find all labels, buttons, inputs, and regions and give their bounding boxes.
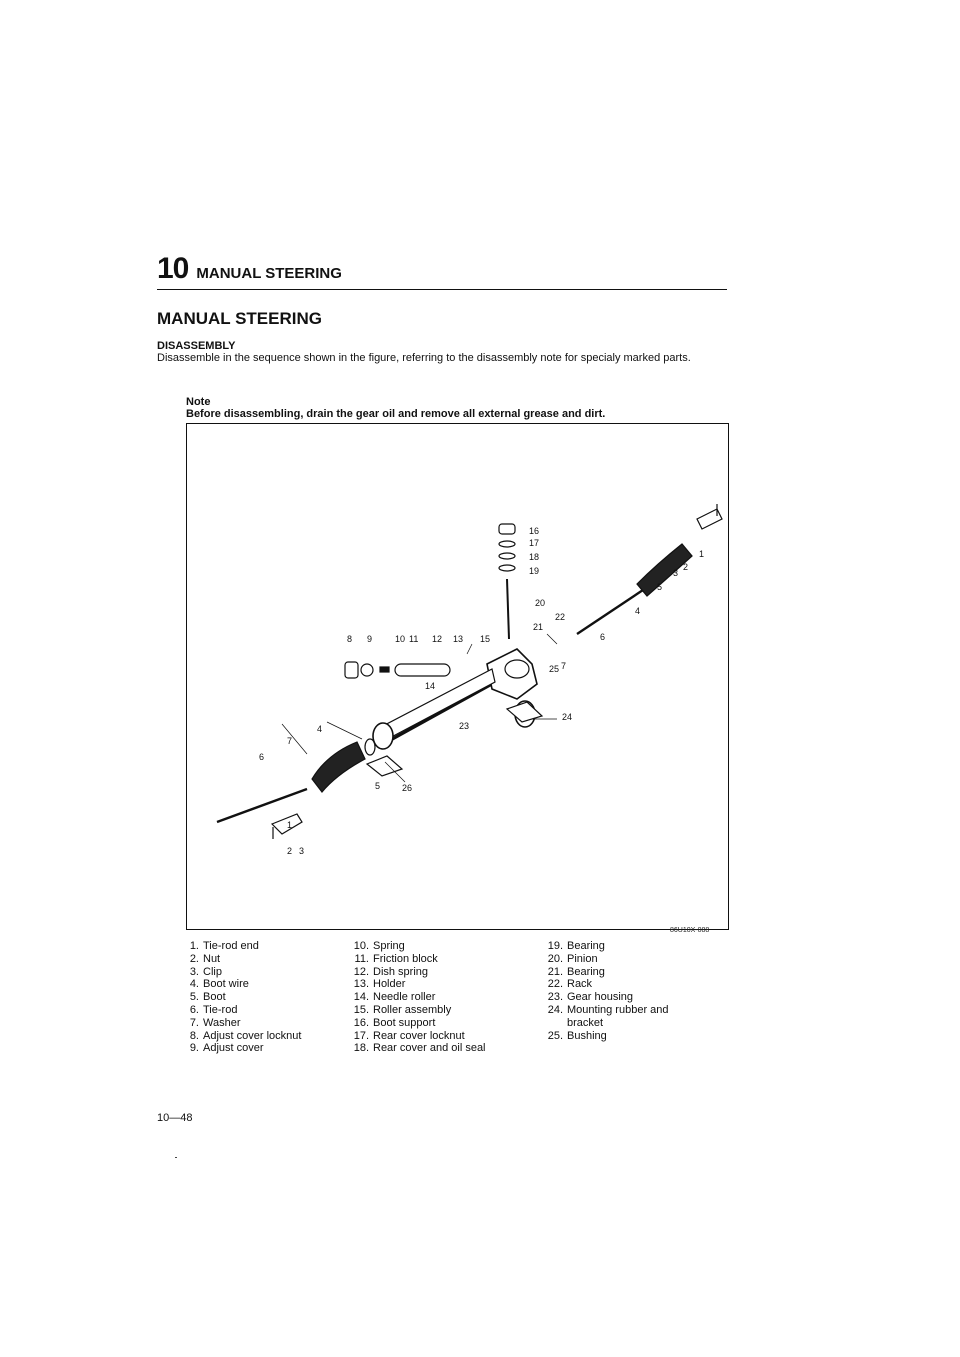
callout-labels: 1 2 3 4 5 6 7 8 9 10 11 12 13 14 15 16 1… [259, 526, 704, 856]
legend-item: 7.Washer [189, 1016, 241, 1029]
callout-24: 24 [562, 712, 572, 722]
callout-6-left: 6 [259, 752, 264, 762]
callout-23: 23 [459, 721, 469, 731]
legend-item: 25.Bushing [547, 1029, 607, 1042]
callout-19: 19 [529, 566, 539, 576]
callout-4-right: 4 [635, 606, 640, 616]
callout-10: 10 [395, 634, 405, 644]
scan-speck [175, 1157, 177, 1158]
legend-item: 4.Boot wire [189, 978, 249, 991]
callout-21: 21 [533, 622, 543, 632]
legend-item: 8.Adjust cover locknut [189, 1029, 302, 1042]
callout-8: 8 [347, 634, 352, 644]
rack-shaft [386, 682, 493, 744]
rear-cover-locknut-part [498, 540, 516, 548]
legend-item: 23.Gear housing [547, 991, 634, 1004]
legend-item: 3.Clip [189, 965, 222, 978]
callout-5-right: 5 [657, 582, 662, 592]
adjust-cover-part [360, 663, 374, 677]
chapter-header: 10 MANUAL STEERING [157, 252, 342, 286]
callout-11: 11 [409, 634, 418, 644]
parts-legend-column-1: 1.Tie-rod end 2.Nut 3.Clip 4.Boot wire 5… [183, 940, 333, 1055]
callout-22: 22 [555, 612, 565, 622]
left-tie-rod-end [270, 813, 303, 835]
callout-14: 14 [425, 681, 435, 691]
parts-legend-column-2: 10.Spring 11.Friction block 12.Dish spri… [353, 940, 528, 1055]
callout-7-left: 7 [287, 736, 292, 746]
rear-cover-part [498, 552, 516, 560]
left-mounting-bracket [365, 755, 404, 777]
section-title: MANUAL STEERING [157, 309, 322, 328]
legend-item: 14.Needle roller [353, 991, 436, 1004]
callout-2-right: 2 [683, 562, 688, 572]
bearing-upper-part [498, 564, 516, 572]
callout-25: 25 [549, 664, 559, 674]
chapter-number: 10 [157, 252, 189, 285]
callout-16: 16 [529, 526, 539, 536]
callout-7-right: 7 [561, 661, 566, 671]
legend-item: 15.Roller assembly [353, 1003, 452, 1016]
right-mounting-bracket [505, 701, 544, 723]
instruction-paragraph: Disassemble in the sequence shown in the… [157, 352, 691, 364]
callout-3-right: 3 [673, 568, 678, 578]
spring-part [379, 666, 390, 673]
callout-2-left: 2 [287, 846, 292, 856]
callout-17: 17 [529, 538, 539, 548]
legend-item: 5.Boot [189, 991, 226, 1004]
legend-item: 17.Rear cover locknut [353, 1029, 465, 1042]
exploded-view-diagram: 1 2 3 4 5 6 7 8 9 10 11 12 13 14 15 16 1… [216, 504, 723, 856]
callout-12: 12 [432, 634, 442, 644]
legend-item: 24.Mounting rubber and [547, 1003, 669, 1016]
legend-item: 16.Boot support [353, 1016, 436, 1029]
gear-housing-tube [376, 668, 496, 743]
left-boot-wire [364, 738, 376, 756]
left-boot [311, 741, 366, 793]
callout-1-left: 1 [287, 820, 292, 830]
legend-item: 6.Tie-rod [189, 1003, 238, 1016]
chapter-title: MANUAL STEERING [196, 265, 342, 282]
legend-item: 19.Bearing [547, 940, 605, 952]
callout-26: 26 [402, 783, 412, 793]
legend-item: 18.Rear cover and oil seal [353, 1042, 486, 1055]
legend-item: 9.Adjust cover [189, 1042, 264, 1055]
legend-item-continued: bracket [567, 1016, 604, 1029]
callout-6-right: 6 [600, 632, 605, 642]
figure-frame [186, 423, 729, 930]
legend-item: 20.Pinion [547, 952, 598, 965]
note-text: Before disassembling, drain the gear oil… [186, 408, 606, 420]
legend-item: 11.Friction block [354, 952, 438, 965]
page-number: 10—48 [157, 1112, 193, 1124]
left-tie-rod-shaft [216, 787, 308, 824]
note-label: Note [186, 396, 211, 408]
legend-item: 12.Dish spring [353, 965, 429, 978]
callout-5-left: 5 [375, 781, 380, 791]
mounting-bushing-left [372, 722, 394, 750]
callout-1-right: 1 [699, 549, 704, 559]
boot-support-part [498, 523, 516, 535]
roller-assembly-part [394, 663, 451, 677]
callout-4-left: 4 [317, 724, 322, 734]
legend-item: 22.Rack [547, 978, 593, 991]
right-tie-rod-end [696, 508, 723, 530]
callout-15: 15 [480, 634, 490, 644]
gear-housing-port [504, 659, 530, 679]
parts-legend-column-3: 19.Bearing 20.Pinion 21.Bearing 22.Rack … [547, 940, 717, 1042]
legend-item: 2.Nut [189, 952, 221, 965]
section-subtitle: DISASSEMBLY [157, 340, 236, 352]
legend-item: 1.Tie-rod end [189, 940, 259, 952]
legend-item: 13.Holder [353, 978, 406, 991]
legend-item: 21.Bearing [547, 965, 605, 978]
callout-9: 9 [367, 634, 372, 644]
legend-item: 10.Spring [353, 940, 405, 952]
callout-18: 18 [529, 552, 539, 562]
adjust-cover-locknut-part [344, 661, 359, 679]
right-boot [636, 543, 693, 597]
callout-20: 20 [535, 598, 545, 608]
callout-13: 13 [453, 634, 463, 644]
figure-code: 86U10X-088 [670, 927, 710, 934]
header-rule [157, 289, 727, 290]
callout-3-left: 3 [299, 846, 304, 856]
pinion-shaft [506, 578, 510, 640]
